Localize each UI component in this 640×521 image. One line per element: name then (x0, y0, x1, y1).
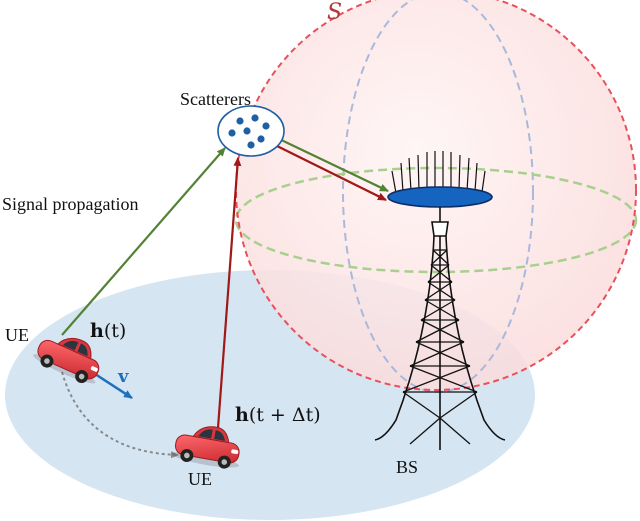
ue-trajectory (61, 371, 179, 459)
ue-label-t: UE (5, 325, 29, 345)
channel-arg: (t + Δt) (248, 404, 321, 426)
channel-symbol: h (90, 320, 104, 342)
channel-arg: (t) (103, 320, 127, 342)
tower-lattice (402, 249, 478, 445)
antenna-disc (387, 186, 493, 208)
channel-symbol: h (235, 404, 249, 426)
sphere-outline (235, 0, 637, 391)
green-ray-scatterers-to-bs (274, 136, 389, 192)
signal-propagation-label: Signal propagation (2, 194, 139, 214)
ue-label-t-plus-dt: UE (188, 469, 212, 489)
car-icon-ue-t-plus-dt (171, 426, 240, 469)
velocity-arrow (91, 370, 133, 400)
scatterers-cluster (217, 105, 285, 157)
car-icon-ue-t (33, 337, 100, 384)
sphere-label: S (327, 0, 343, 25)
signal-rays (61, 136, 389, 429)
channel-label-t-plus-dt: h(t + Δt) (235, 406, 321, 425)
red-ray-ue-to-scatterers (216, 157, 242, 429)
sphere-equator (234, 166, 638, 274)
channel-label-t: h(t) (90, 322, 126, 341)
base-station-tower (374, 151, 506, 450)
velocity-label: v (118, 366, 129, 387)
bs-label: BS (396, 457, 419, 477)
antenna-spikes (391, 151, 486, 194)
scatterers-label: Scatterers (180, 89, 251, 109)
green-ray-ue-to-scatterers (61, 147, 226, 336)
red-ray-scatterers-to-bs (274, 144, 387, 201)
